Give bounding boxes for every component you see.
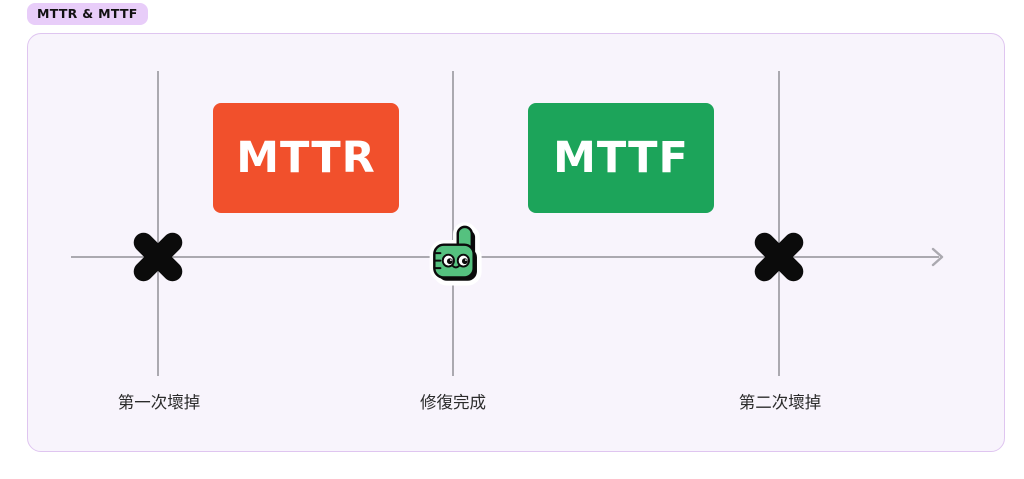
event-line-first-failure [157, 71, 159, 376]
event-line-repair-complete [452, 71, 454, 376]
arrowhead-icon [931, 247, 944, 267]
x-mark-icon [133, 232, 183, 282]
event-label-first-failure: 第一次壞掉 [117, 393, 201, 412]
mttr-box: MTTR [213, 103, 399, 213]
x-mark-icon [754, 232, 804, 282]
section-badge: MTTR & MTTF [27, 3, 148, 25]
mttf-box: MTTF [528, 103, 714, 213]
event-line-second-failure [778, 71, 780, 376]
mttf-label: MTTF [553, 133, 689, 183]
diagram-panel: MTTR MTTF [27, 33, 1005, 452]
event-label-second-failure: 第二次壞掉 [738, 393, 822, 412]
thumbs-up-icon [424, 222, 484, 288]
mttr-label: MTTR [236, 133, 376, 183]
timeline-axis [71, 256, 939, 258]
event-label-repair-complete: 修復完成 [420, 393, 486, 412]
